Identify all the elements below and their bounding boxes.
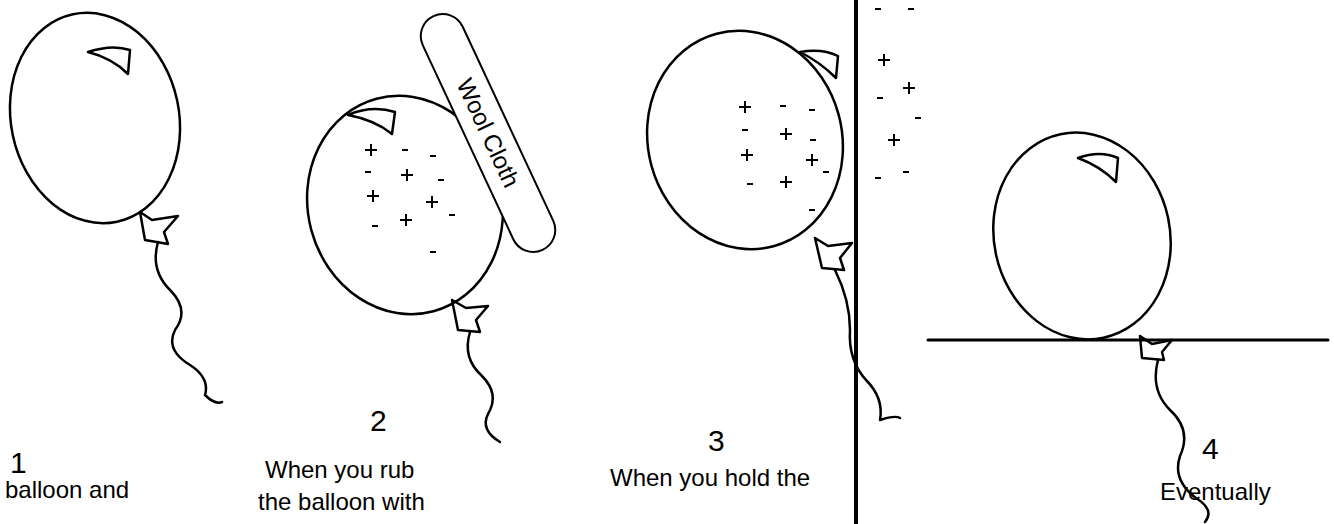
callout-number: 3 <box>708 426 725 456</box>
callout-number: 2 <box>370 406 387 436</box>
charge-symbols <box>739 9 921 210</box>
caption-text: When you rub <box>265 458 414 482</box>
floor <box>928 339 1328 342</box>
cloth-label: Wool Cloth <box>451 74 526 192</box>
wall <box>854 0 858 524</box>
charge-symbols <box>365 144 455 252</box>
callout-number: 1 <box>10 448 27 478</box>
caption-text: Eventually <box>1160 480 1271 504</box>
callout-number: 4 <box>1202 434 1219 464</box>
balloon <box>974 116 1208 522</box>
caption-text: When you hold the <box>610 466 810 490</box>
caption-text: balloon and <box>5 478 129 502</box>
caption-text: the balloon with <box>258 490 425 514</box>
balloon <box>623 9 900 420</box>
wool-cloth: Wool Cloth <box>412 5 564 260</box>
balloon <box>0 0 222 403</box>
balloon <box>283 74 527 442</box>
